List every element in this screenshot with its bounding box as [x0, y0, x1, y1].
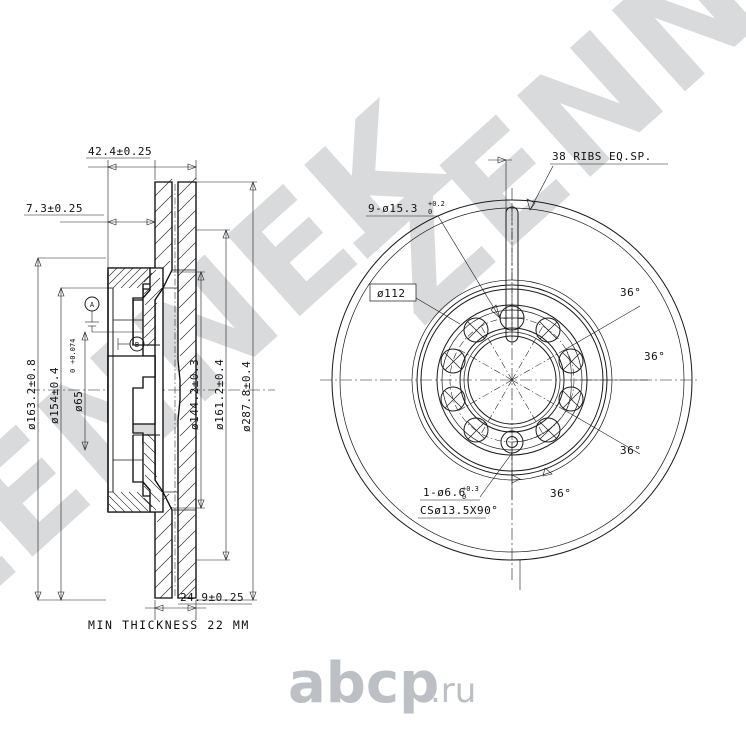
note-locating-hole: 1-ø6.6 +0.3 0 CSø13.5X90°	[418, 452, 513, 519]
note-bolt-holes-label: 9-ø15.3	[368, 202, 418, 215]
balloon-a: A	[84, 296, 143, 333]
bolt-hole	[463, 317, 489, 343]
note-locating-hole-label: 1-ø6.6	[423, 486, 466, 499]
dim-hub-flange-thickness-label: 7.3±0.25	[26, 202, 83, 215]
cooling-rib	[505, 205, 519, 345]
dim-outer-flange-dia: ø163.2±0.8	[25, 257, 106, 601]
dim-flange-dia: ø154±0.4	[48, 287, 112, 601]
dim-outer-dia-label: ø287.8±0.4	[240, 361, 253, 432]
bolt-hole	[463, 417, 489, 443]
dim-overall-offset-label: 42.4±0.25	[88, 145, 152, 158]
dim-center-bore-tol-upper: +0.074	[69, 339, 77, 364]
note-bolt-holes-tol-lower: 0	[428, 208, 432, 216]
angle-label: 36°	[620, 444, 641, 457]
ring-internal-lines	[163, 269, 196, 511]
svg-text:B: B	[135, 341, 139, 349]
dim-disc-thickness-label: 24.9±0.25	[180, 591, 244, 604]
site-watermark-name: abcp	[288, 651, 439, 716]
bolt-hole	[535, 317, 561, 343]
dim-flange-dia-label: ø154±0.4	[48, 367, 61, 424]
balloon-b: B	[117, 336, 145, 352]
angle-label: 36°	[550, 487, 571, 500]
rib-width-indicator	[488, 156, 512, 216]
dim-outer-flange-dia-label: ø163.2±0.8	[25, 359, 38, 430]
hatch-outer-plate	[177, 177, 197, 599]
note-ribs-label: 38 RIBS EQ.SP.	[552, 150, 652, 163]
note-bolt-circle-label: ø112	[377, 287, 406, 300]
dim-outer-dia: ø287.8±0.4	[196, 181, 257, 601]
note-bolt-holes-tol-upper: +0.2	[428, 200, 445, 208]
hatch-hub-flange	[108, 267, 153, 513]
dim-overall-offset: 42.4±0.25	[86, 145, 197, 272]
dim-inner-friction-dia: ø144.2±0.3	[172, 271, 205, 509]
note-bolt-holes: 9-ø15.3 +0.2 0	[366, 200, 501, 319]
friction-ring-outer-plate	[177, 181, 197, 599]
dim-inner-friction-dia-label: ø144.2±0.3	[188, 359, 201, 430]
bolt-holes	[440, 305, 584, 454]
dim-center-bore-dia-label: ø65	[72, 391, 85, 412]
note-bolt-circle: ø112	[369, 283, 461, 325]
note-locating-hole-tol-upper: +0.3	[462, 485, 479, 493]
center-bore-detail	[113, 319, 160, 461]
bolt-hole	[440, 386, 466, 412]
note-countersink-label: CSø13.5X90°	[420, 504, 498, 517]
min-thickness-note: MIN THICKNESS 22 MM	[88, 618, 250, 632]
angle-label: 36°	[644, 350, 665, 363]
hub-radial-centerlines	[457, 325, 567, 435]
dim-center-bore-dia: ø65 +0.074 0	[69, 331, 89, 451]
dim-vent-inner-dia-label: ø161.2±0.4	[213, 359, 226, 430]
angle-labels: 36° 36° 36° 36°	[511, 286, 665, 500]
svg-text:A: A	[90, 301, 95, 309]
dim-center-bore-tol-lower: 0	[69, 369, 77, 373]
dim-disc-thickness: 24.9±0.25	[145, 591, 252, 620]
dim-vent-inner-dia: ø161.2±0.4	[196, 229, 230, 561]
site-watermark-tld: .ru	[430, 671, 476, 711]
note-locating-hole-tol-lower: 0	[462, 493, 466, 501]
bolt-hole	[440, 348, 466, 374]
note-ribs: 38 RIBS EQ.SP.	[526, 150, 668, 211]
dim-hub-flange-thickness: 7.3±0.25	[24, 202, 156, 226]
angle-label: 36°	[620, 286, 641, 299]
